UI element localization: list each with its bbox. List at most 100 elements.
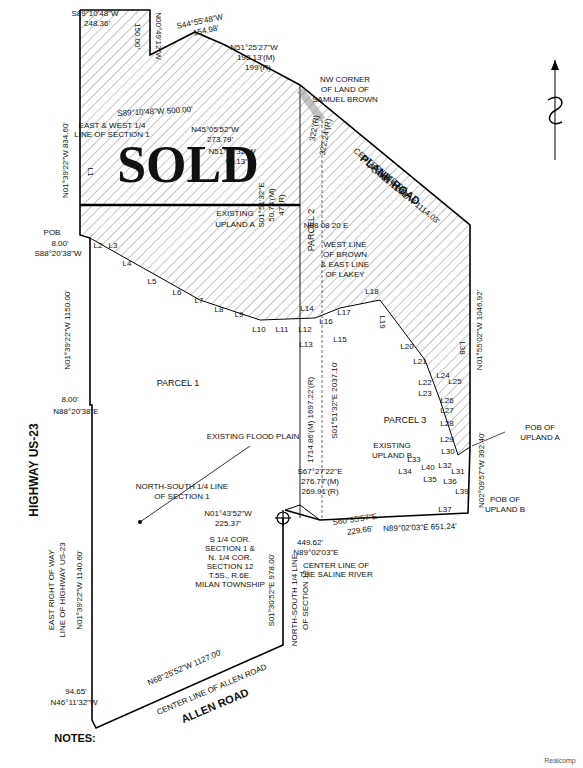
parcel-line xyxy=(300,85,301,518)
plat-label: PARCEL 2 xyxy=(307,209,316,252)
plat-label: T.5S., R.6E. xyxy=(209,572,252,580)
plat-label: 198.13'(M) xyxy=(237,54,275,62)
plat-label: N. 1/4 COR. xyxy=(208,554,252,562)
plat-label: PARCEL 3 xyxy=(384,416,427,425)
plat-label: SECTION 1 & xyxy=(205,545,255,553)
plat-label: L5 xyxy=(148,278,157,286)
plat-label: L15 xyxy=(333,336,346,344)
plat-label: LINE OF HIGHWAY US-23 xyxy=(59,542,67,637)
plat-label: Realcomp xyxy=(544,757,576,764)
plat-label: L24 xyxy=(436,372,449,380)
plat-label: L39 xyxy=(455,488,468,496)
plat-label: L6 xyxy=(173,289,182,297)
plat-label: L31 xyxy=(451,468,464,476)
plat-label: L29 xyxy=(440,436,453,444)
plat-label: L25 xyxy=(448,378,461,386)
plat-label: 269.91'(R) xyxy=(301,488,338,496)
plat-label: L26 xyxy=(440,397,453,405)
plat-label: POB OF xyxy=(525,424,555,432)
plat-label: 94.65' xyxy=(65,688,87,696)
plat-label: EAST & WEST 1/4 xyxy=(79,122,146,130)
upland-hatch xyxy=(80,10,470,455)
plat-label: N45°05'52"W xyxy=(191,126,239,134)
plat-label: OF LAKEY xyxy=(325,271,364,279)
plat-label: EXISTING FLOOD PLAIN xyxy=(207,433,299,441)
plat-label: & EAST LINE xyxy=(321,261,369,269)
plat-label: L34 xyxy=(398,468,411,476)
plat-label: NORTH-SOUTH 1/4 LINE xyxy=(291,554,299,646)
plat-label: LINE OF SECTION 1 xyxy=(74,131,150,139)
plat-label: S01°51'32"E 2037.10' xyxy=(331,361,339,439)
leader-dot xyxy=(138,520,142,524)
plat-label: S88°20'38"W xyxy=(34,250,81,258)
plat-label: L40 xyxy=(421,464,434,472)
plat-label: EXISTING xyxy=(216,210,253,218)
plat-label: POB OF xyxy=(490,496,520,504)
plat-label: L23 xyxy=(418,390,431,398)
plat-label: L16 xyxy=(319,318,332,326)
plat-label: UPLAND B xyxy=(485,506,525,514)
plat-label: L2 xyxy=(94,242,103,250)
plat-label: S01°30'52"E 978.00' xyxy=(268,553,276,626)
plat-label: N88°20'38"E xyxy=(53,408,98,416)
plat-label: SAMUEL BROWN xyxy=(312,96,378,104)
plat-label: EAST RIGHT OF WAY xyxy=(48,550,56,631)
plat-label: L1 xyxy=(86,168,94,177)
plat-label: OF SECTION 1 xyxy=(154,493,210,501)
plat-label: L18 xyxy=(365,288,378,296)
plat-label: L7 xyxy=(195,297,204,305)
north-symbol xyxy=(548,97,562,123)
plat-label: MILAN TOWNSHIP xyxy=(195,581,265,589)
plat-label: L36 xyxy=(443,478,456,486)
leader-line xyxy=(472,432,505,446)
plat-label: N01°39'22"W 834.60' xyxy=(62,122,70,198)
plat-label: N01°39'22"W 1140.60' xyxy=(76,550,84,630)
plat-label: S67°27'22"E xyxy=(298,468,343,476)
plat-label: L27 xyxy=(440,407,453,415)
plat-label: 47'(R) xyxy=(278,194,286,216)
plat-label: L12 xyxy=(298,326,311,334)
plat-label: UPLAND A xyxy=(215,221,255,229)
plat-label: 449.62' xyxy=(297,539,323,547)
plat-label: NORTH-SOUTH 1/4 LINE xyxy=(136,483,228,491)
plat-label: 50.74'(M) xyxy=(268,188,276,222)
plat-label: OF BROWN xyxy=(323,251,367,259)
plat-label: L3 xyxy=(109,242,118,250)
plat-label: L28 xyxy=(440,420,453,428)
plat-label: SECTION 12 xyxy=(207,563,254,571)
plat-label: L13 xyxy=(299,341,312,349)
plat-label: N89°02'03"E xyxy=(293,549,338,557)
plat-label: 150.00' xyxy=(133,23,141,49)
plat-label: WEST LINE xyxy=(324,241,367,249)
plat-label: L21 xyxy=(413,358,426,366)
plat-label: NW CORNER xyxy=(320,76,370,84)
plat-label: N00°49'12"W xyxy=(154,12,162,60)
plat-label: N51°25'27"W xyxy=(230,44,278,52)
plat-label: 199'(R) xyxy=(245,64,271,72)
plat-label: L11 xyxy=(276,326,289,334)
plat-label: THE SALINE RIVER xyxy=(299,571,372,579)
plat-label: 8.00' xyxy=(61,396,78,404)
plat-label: OF LAND OF xyxy=(321,86,369,94)
plat-label: L38 xyxy=(458,341,466,354)
plat-label: L10 xyxy=(252,326,265,334)
plat-label: L30 xyxy=(441,448,454,456)
plat-label: L14 xyxy=(300,305,313,313)
plat-label: N01°55'02"W 1046.92' xyxy=(476,290,484,370)
plat-label: S01°51'32"E xyxy=(258,183,266,228)
plat-label: SOLD xyxy=(117,139,259,191)
plat-label: L19 xyxy=(378,315,386,328)
plat-label: N02°09'57"W 392.40' xyxy=(478,432,486,508)
plat-label: 1714.86'(M) 1697.22'(R) xyxy=(307,377,315,463)
plat-label: L9 xyxy=(235,311,244,319)
parcel-1-boundary xyxy=(80,10,283,728)
upland-line xyxy=(90,238,470,455)
plat-label: HIGHWAY US-23 xyxy=(28,423,40,516)
plat-label: CENTER LINE OF xyxy=(303,562,369,570)
plat-label: UPLAND B xyxy=(372,452,412,460)
plat-label: N88 08 20 E xyxy=(304,222,348,230)
plat-label: PARCEL 1 xyxy=(157,379,200,388)
plat-label: L8 xyxy=(215,306,224,314)
plat-label: L35 xyxy=(423,476,436,484)
